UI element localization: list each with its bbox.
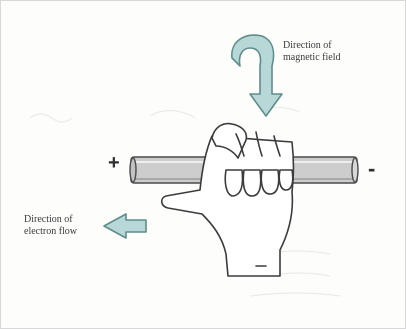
magnetic-field-label-line1: Direction of [283, 40, 340, 52]
finger-index [225, 170, 242, 196]
wire-right-end [352, 158, 358, 182]
right-hand [162, 124, 294, 276]
field-arrow-body [232, 35, 282, 116]
finger-little [279, 170, 293, 190]
flow-arrow-body [104, 214, 146, 238]
magnetic-field-arrow-icon [232, 35, 282, 116]
positive-terminal-sign: + [108, 153, 120, 173]
finger-middle [243, 170, 260, 196]
negative-terminal-sign: - [368, 159, 375, 179]
finger-ring [261, 170, 278, 194]
electron-flow-label-line2: electron flow [24, 226, 77, 238]
electron-flow-label: Direction of electron flow [24, 214, 77, 238]
electron-flow-label-line1: Direction of [24, 214, 77, 226]
magnetic-field-label-line2: magnetic field [283, 52, 340, 64]
electron-flow-arrow-icon [104, 214, 146, 238]
magnetic-field-label: Direction of magnetic field [283, 40, 340, 64]
wire-left-end [130, 158, 136, 182]
